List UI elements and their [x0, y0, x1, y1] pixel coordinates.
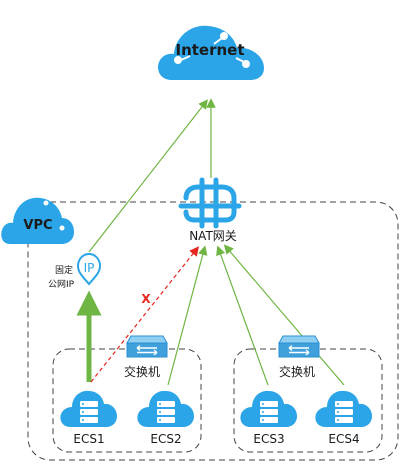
arrow-ecs4-to-nat — [223, 244, 345, 386]
nat-gateway: NAT网关 — [178, 177, 242, 243]
internet-cloud: Internet — [158, 25, 264, 80]
server-cloud-icon — [60, 390, 117, 427]
location-pin-icon: IP — [76, 252, 102, 286]
nat-gateway-label: NAT网关 — [189, 229, 237, 243]
server-cloud-icon — [315, 390, 372, 427]
ecs2: ECS2 — [137, 390, 194, 446]
switch-right-label: 交换机 — [279, 364, 315, 379]
server-cloud-icon — [240, 390, 297, 427]
ecs4-label: ECS4 — [328, 432, 359, 446]
switch-right: 交换机 — [278, 335, 320, 379]
blocked-marker: X — [141, 292, 151, 306]
arrow-ecs2-to-nat — [167, 245, 208, 386]
server-cloud-icon — [137, 390, 194, 427]
ecs3-label: ECS3 — [253, 432, 284, 446]
switch-left: 交换机 — [124, 335, 168, 379]
arrow-ecs1-to-nat-blocked — [90, 246, 199, 383]
ecs4: ECS4 — [315, 390, 372, 446]
internet-label: Internet — [175, 41, 244, 59]
fixed-ip-label-line1: 固定 — [55, 264, 73, 276]
subnet-left-boundary — [52, 348, 202, 453]
arrow-fixed-ip-to-internet — [88, 99, 208, 253]
nat-gateway-icon — [178, 177, 242, 229]
switch-left-label: 交换机 — [124, 364, 160, 379]
ecs1: ECS1 — [60, 390, 117, 446]
pin-ip-text: IP — [84, 261, 95, 275]
fixed-ip: IP 固定 公网IP — [48, 252, 102, 290]
vpc-cloud: VPC — [1, 197, 74, 244]
cloud-icon — [1, 197, 74, 244]
ecs3: ECS3 — [240, 390, 297, 446]
vpc-boundary — [27, 201, 399, 461]
ecs2-label: ECS2 — [150, 432, 181, 446]
switch-icon — [278, 335, 320, 358]
ecs1-label: ECS1 — [73, 432, 104, 446]
arrow-ecs3-to-nat — [216, 245, 269, 386]
subnet-right-boundary — [233, 348, 383, 453]
cloud-icon — [158, 25, 264, 80]
vpc-label: VPC — [23, 218, 52, 233]
switch-icon — [126, 335, 168, 358]
fixed-ip-label-line2: 公网IP — [48, 279, 75, 290]
